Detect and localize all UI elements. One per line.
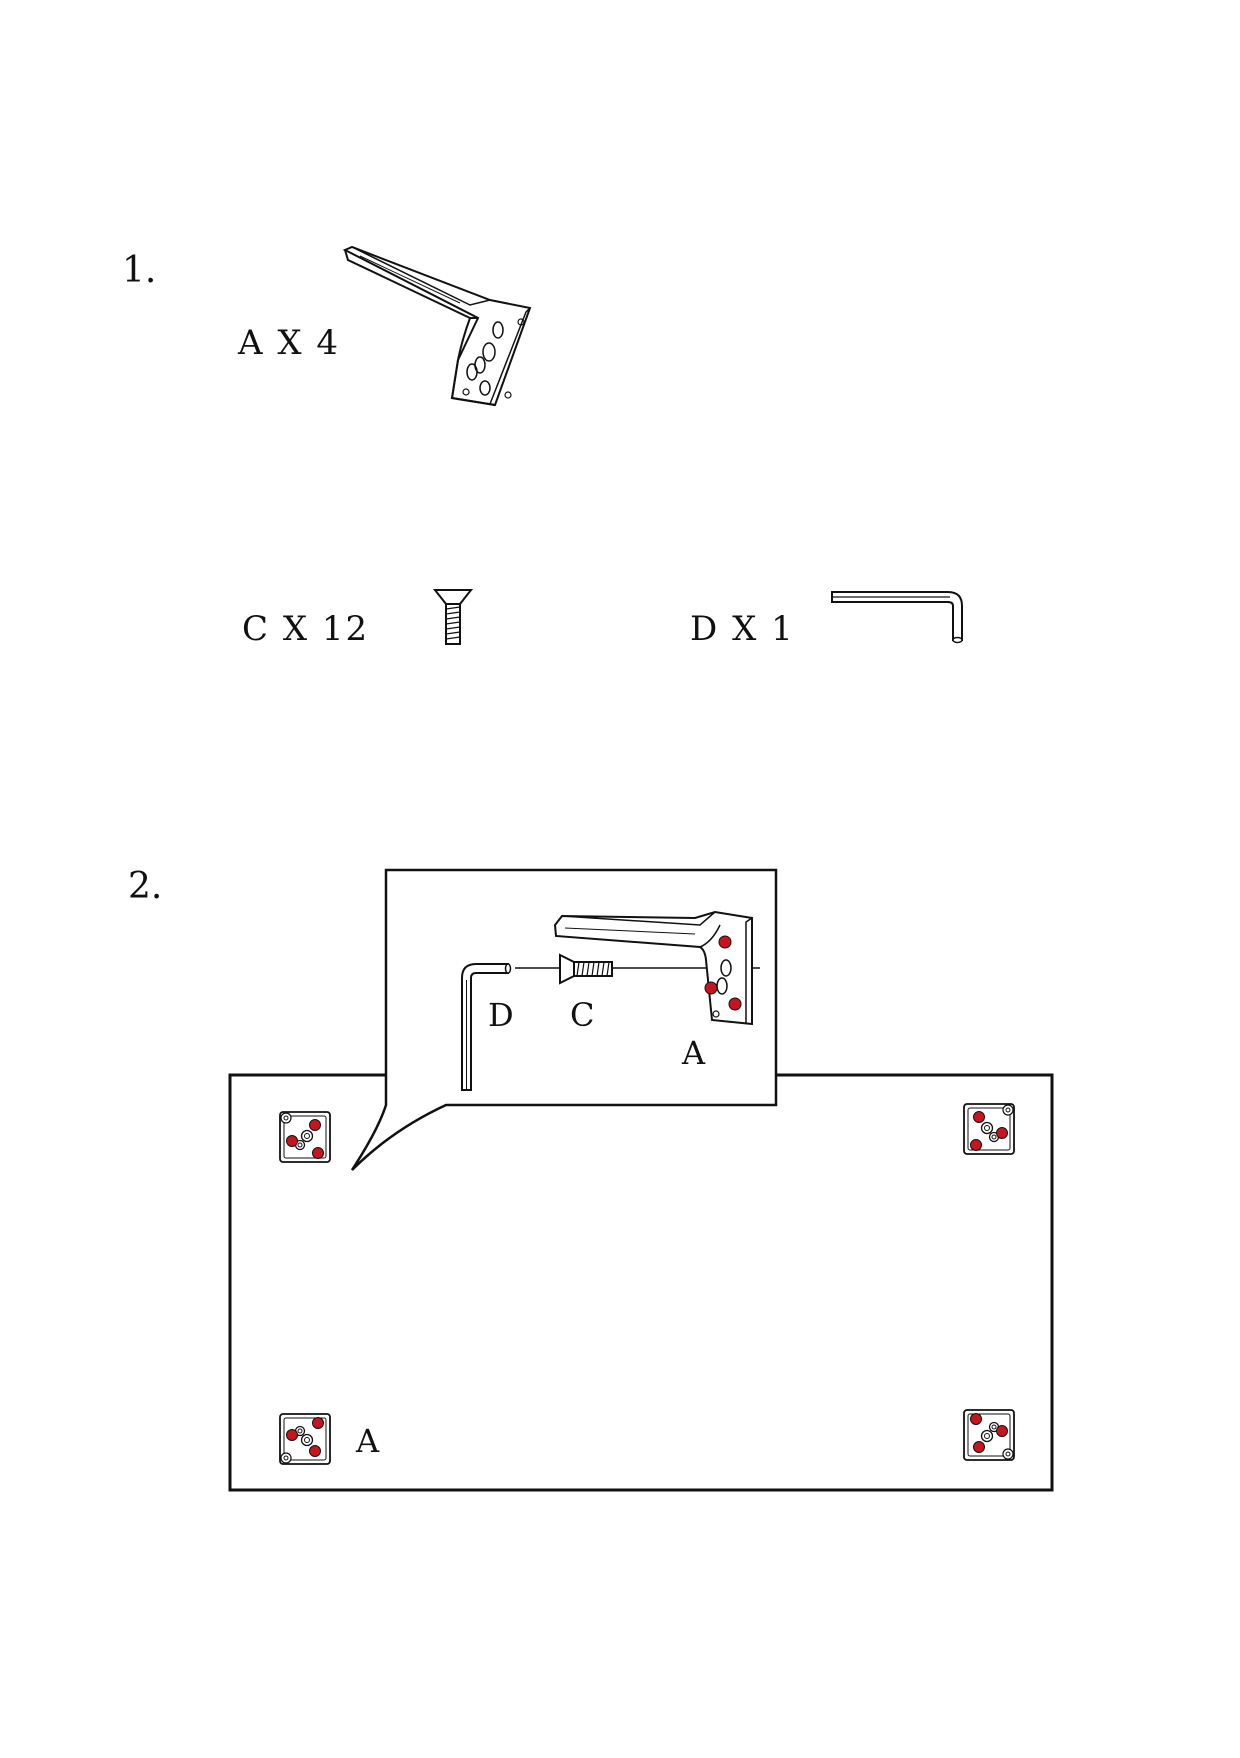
callout-leg-bracket-icon	[553, 910, 753, 1026]
mounting-plate-top-left	[279, 1111, 331, 1163]
board-corner-label-a: A	[355, 1422, 380, 1460]
step-2-number: 2.	[128, 866, 162, 907]
part-d-quantity: D X 1	[690, 609, 795, 649]
callout-label-a: A	[681, 1034, 706, 1072]
callout-screw-icon	[559, 953, 613, 985]
mounting-plate-top-right	[963, 1103, 1015, 1155]
detail-callout: D C	[350, 868, 778, 1171]
hex-key-icon	[831, 591, 963, 644]
mounting-plate-bottom-right	[963, 1409, 1015, 1461]
part-c-quantity: C X 12	[242, 609, 369, 649]
part-a-quantity: A X 4	[237, 323, 340, 363]
leg-bracket-icon	[344, 246, 531, 406]
mounting-plate-bottom-left	[279, 1413, 331, 1465]
callout-hex-key-icon	[461, 963, 512, 1091]
callout-label-d: D	[488, 996, 514, 1034]
step-1-number: 1.	[122, 250, 156, 291]
tabletop-board	[228, 1073, 1054, 1492]
callout-label-c: C	[570, 996, 594, 1034]
countersunk-screw-icon	[432, 589, 474, 645]
